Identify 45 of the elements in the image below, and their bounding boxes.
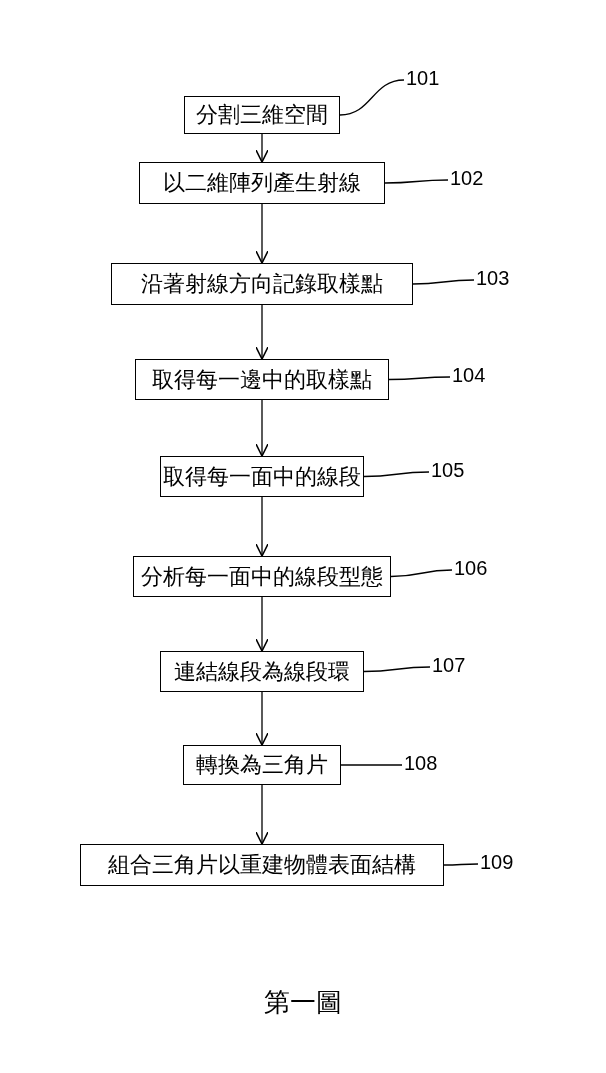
step-label: 轉換為三角片 (196, 754, 328, 776)
arrow (255, 304, 269, 360)
reference-numeral: 103 (476, 266, 510, 290)
reference-numeral: 108 (404, 751, 438, 775)
process-box (160, 651, 364, 692)
process-box (183, 745, 341, 785)
reference-numeral: 102 (450, 166, 484, 190)
arrow (255, 203, 269, 264)
step-label: 分析每一面中的線段型態 (141, 565, 383, 588)
step-label: 以二維陣列產生射線 (163, 172, 361, 194)
process-box (80, 844, 444, 886)
leader-line (390, 569, 453, 578)
arrow (255, 496, 269, 557)
process-box (184, 96, 340, 134)
arrow (255, 399, 269, 457)
arrow (255, 691, 269, 746)
leader-line (363, 471, 430, 478)
arrow (255, 133, 269, 163)
step-label: 組合三角片以重建物體表面結構 (108, 854, 416, 876)
reference-numeral: 101 (406, 66, 440, 90)
reference-numeral: 105 (431, 458, 465, 482)
process-box (139, 162, 385, 204)
leader-line (384, 179, 449, 184)
reference-numeral: 104 (452, 363, 486, 387)
leader-line (388, 376, 451, 381)
reference-numeral: 109 (480, 850, 514, 874)
step-label: 取得每一邊中的取樣點 (152, 368, 372, 391)
process-box (135, 359, 389, 400)
step-label: 連結線段為線段環 (174, 660, 350, 683)
process-box (160, 456, 364, 497)
leader-line (443, 863, 479, 866)
process-box (111, 263, 413, 305)
leader-line (363, 666, 431, 673)
leader-line (412, 279, 475, 285)
figure-caption: 第一圖 (264, 987, 342, 1017)
arrow (255, 784, 269, 845)
reference-numeral: 107 (432, 653, 466, 677)
leader-line (339, 79, 405, 116)
leader-line (340, 764, 403, 766)
reference-numeral: 106 (454, 556, 488, 580)
arrow (255, 596, 269, 652)
step-label: 取得每一面中的線段 (163, 465, 361, 488)
process-box (133, 556, 391, 597)
step-label: 沿著射線方向記錄取樣點 (141, 273, 383, 295)
step-label: 分割三維空間 (196, 104, 328, 126)
